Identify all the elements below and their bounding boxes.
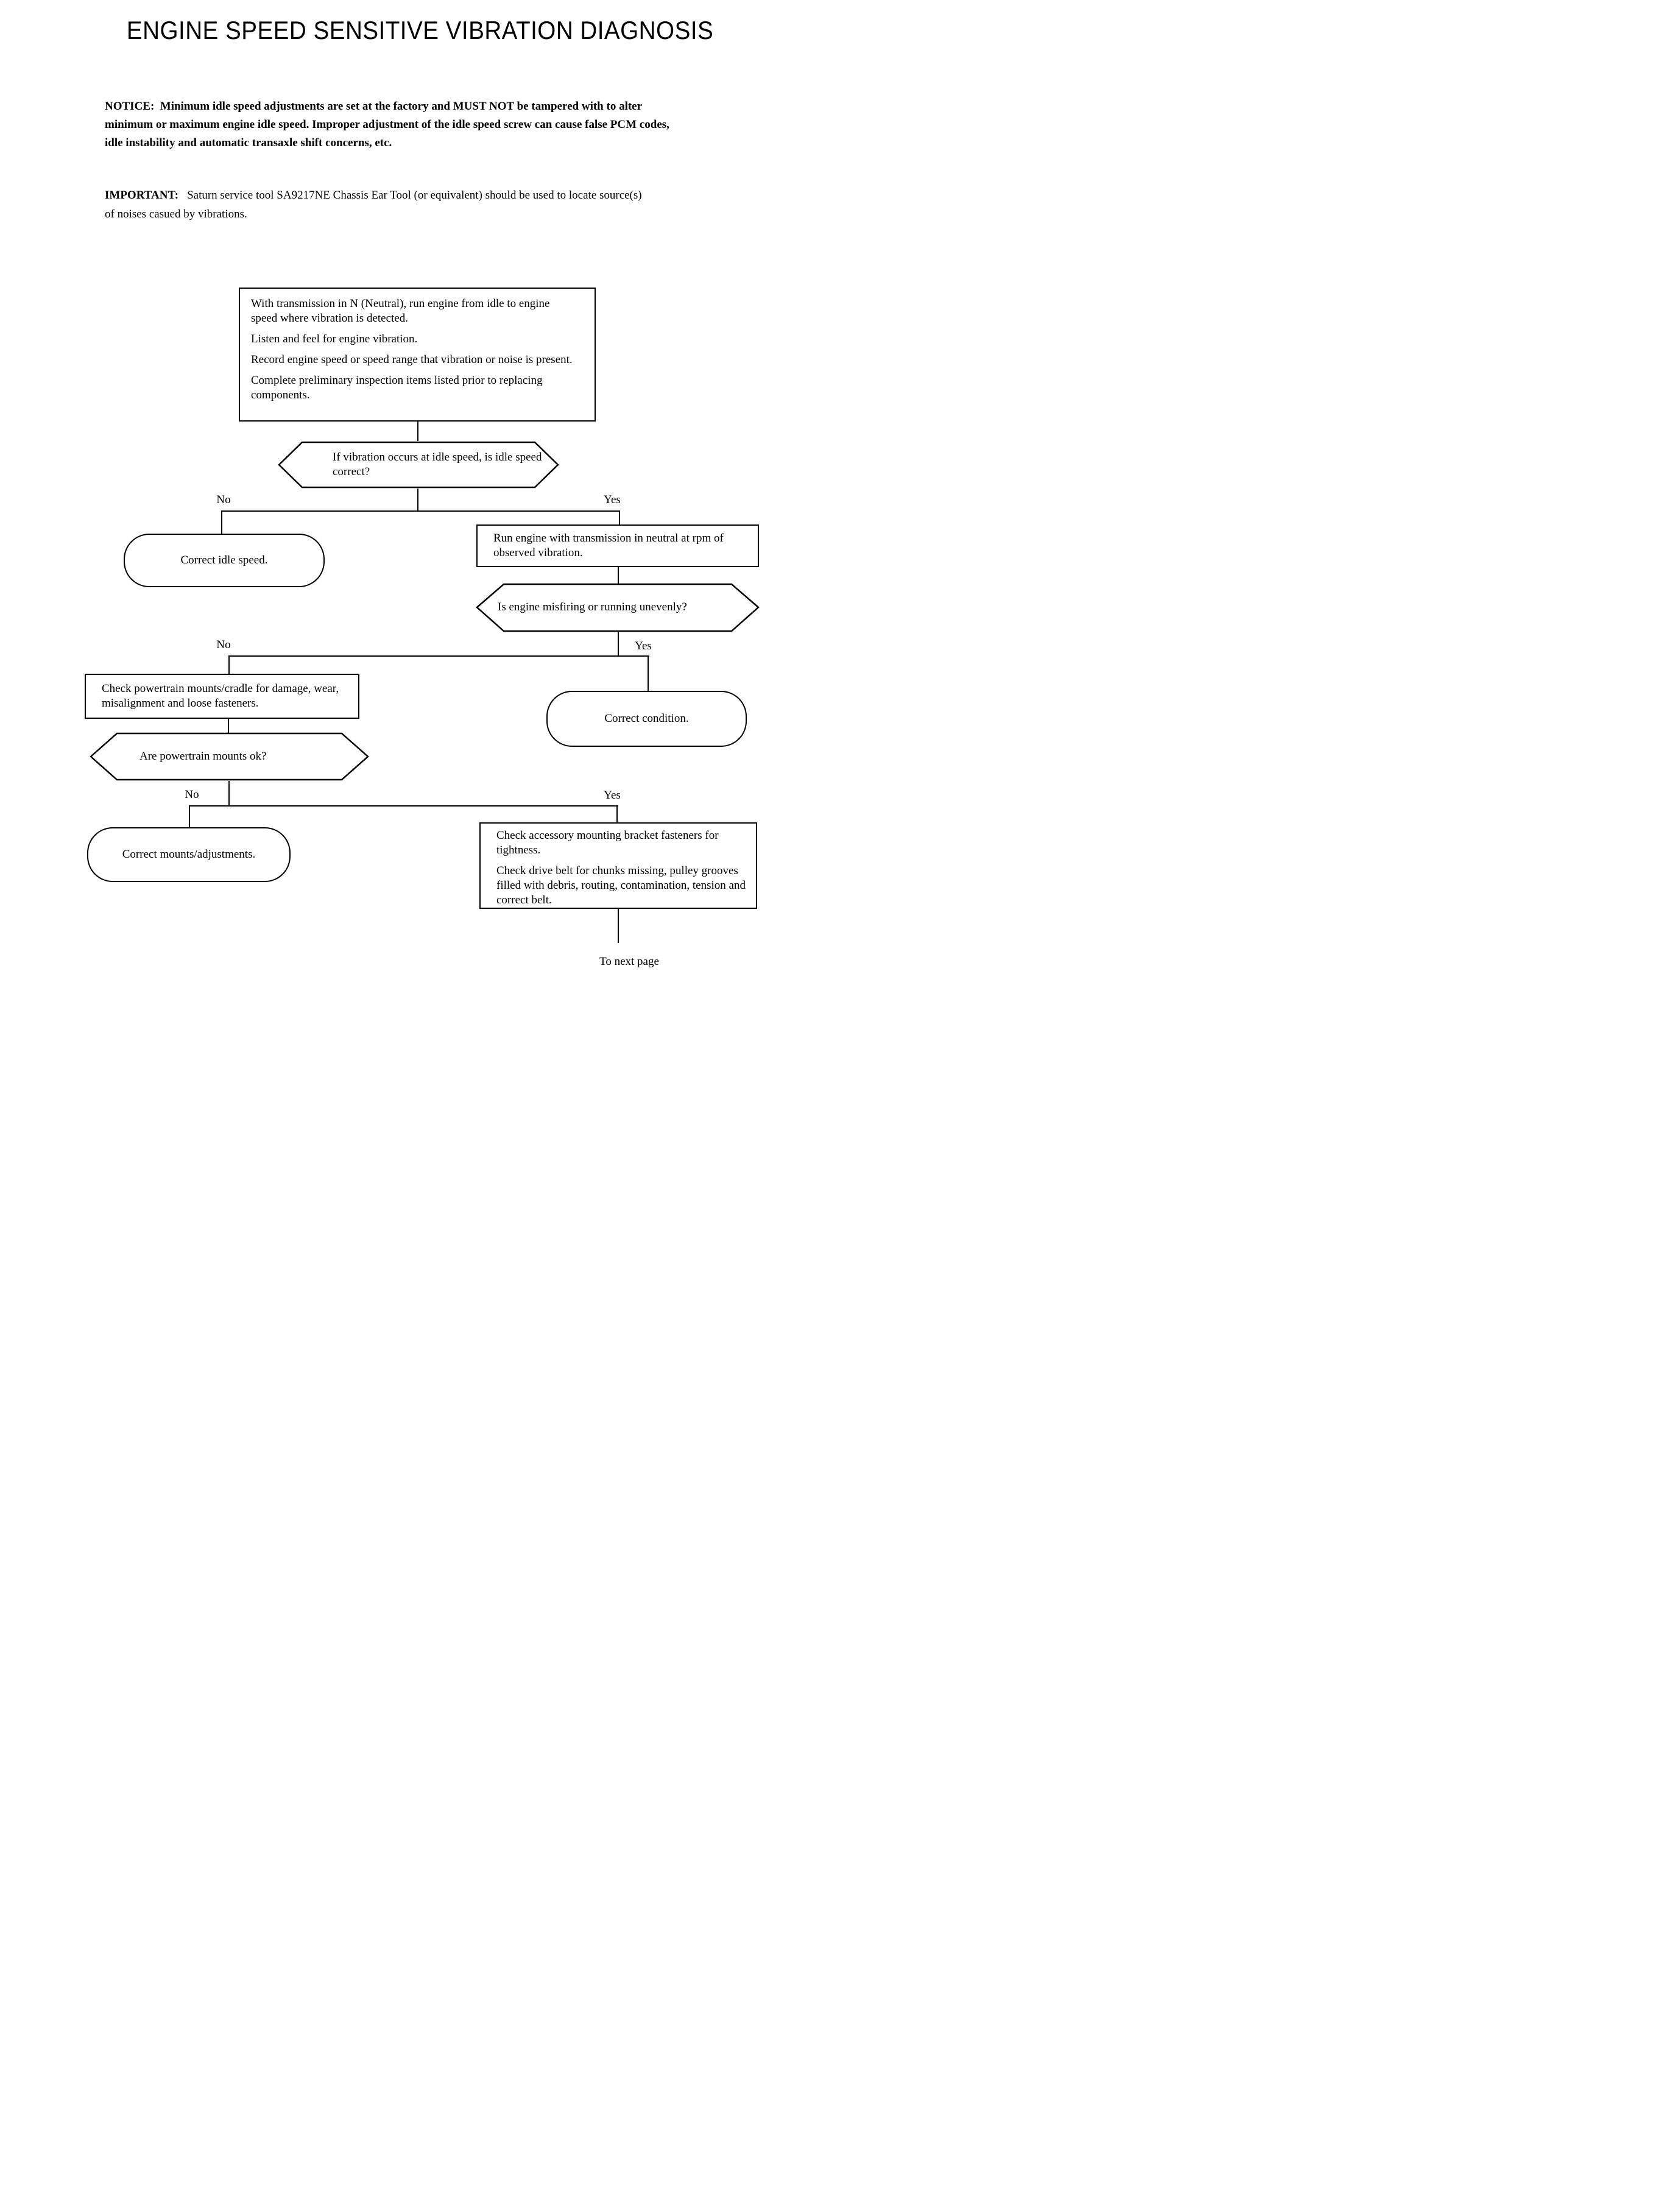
process-step: Run engine with transmission in neutral …: [493, 532, 724, 559]
connector-line: [189, 807, 190, 828]
document-page: ENGINE SPEED SENSITIVE VIBRATION DIAGNOS…: [0, 0, 840, 1105]
connector-line: [648, 657, 649, 692]
terminal-correct-mounts: Correct mounts/adjustments.: [87, 827, 291, 882]
page-title: ENGINE SPEED SENSITIVE VIBRATION DIAGNOS…: [0, 16, 840, 45]
decision-text: Are powertrain mounts ok?: [139, 750, 267, 763]
connector-line: [616, 807, 618, 824]
branch-label-yes: Yes: [635, 640, 652, 652]
process-step: Check powertrain mounts/cradle for damag…: [102, 682, 339, 710]
continuation-note: To next page: [599, 955, 659, 968]
connector-line: [618, 567, 619, 584]
branch-label-no: No: [216, 638, 231, 651]
decision-text: Is engine misfiring or running unevenly?: [498, 601, 687, 613]
notice-line: idle instability and automatic transaxle…: [105, 136, 392, 149]
terminal-correct-condition: Correct condition.: [546, 691, 747, 747]
process-step: Record engine speed or speed range that …: [251, 353, 573, 366]
hexagon-shape: [278, 441, 559, 489]
connector-line: [228, 657, 230, 675]
notice-paragraph: NOTICE: Minimum idle speed adjustments a…: [105, 97, 669, 152]
decision-engine-misfiring: Is engine misfiring or running unevenly?: [476, 583, 760, 632]
connector-line: [228, 719, 229, 733]
process-box-check-accessory: Check accessory mounting bracket fastene…: [479, 822, 757, 909]
process-box-run-engine: Run engine with transmission in neutral …: [476, 524, 759, 567]
important-text: Saturn service tool SA9217NE Chassis Ear…: [187, 189, 642, 202]
decision-idle-speed: If vibration occurs at idle speed, is id…: [278, 441, 559, 489]
process-box-check-powertrain-mounts: Check powertrain mounts/cradle for damag…: [85, 674, 359, 719]
decision-powertrain-mounts-ok: Are powertrain mounts ok?: [90, 732, 369, 781]
hexagon-shape: [90, 732, 369, 781]
notice-line: NOTICE: Minimum idle speed adjustments a…: [105, 100, 643, 113]
connector-line: [221, 510, 620, 512]
terminal-text: Correct condition.: [604, 712, 689, 725]
decision-text: If vibration occurs at idle speed, is id…: [333, 451, 542, 478]
branch-label-no: No: [185, 788, 199, 801]
hexagon-shape: [476, 583, 760, 632]
important-label: IMPORTANT:: [105, 189, 179, 202]
process-step: Complete preliminary inspection items li…: [251, 374, 543, 401]
connector-line: [618, 909, 619, 943]
connector-line: [417, 489, 418, 510]
notice-line: minimum or maximum engine idle speed. Im…: [105, 118, 669, 131]
connector-line: [228, 781, 230, 805]
connector-line: [417, 422, 418, 441]
terminal-text: Correct idle speed.: [180, 554, 268, 567]
branch-label-yes: Yes: [604, 789, 621, 802]
terminal-correct-idle-speed: Correct idle speed.: [124, 534, 325, 587]
terminal-text: Correct mounts/adjustments.: [122, 848, 256, 861]
branch-label-no: No: [216, 493, 231, 506]
important-line: of noises casued by vibrations.: [105, 208, 247, 221]
page-title-text: ENGINE SPEED SENSITIVE VIBRATION DIAGNOS…: [126, 16, 714, 44]
connector-line: [189, 805, 618, 807]
process-box-initial-steps: With transmission in N (Neutral), run en…: [239, 288, 596, 422]
process-step: With transmission in N (Neutral), run en…: [251, 297, 550, 325]
connector-line: [221, 512, 222, 535]
connector-line: [619, 512, 620, 526]
branch-label-yes: Yes: [604, 493, 621, 506]
connector-line: [618, 632, 619, 655]
connector-line: [228, 655, 649, 657]
important-line: IMPORTANT: Saturn service tool SA9217NE C…: [105, 186, 642, 205]
process-step: Check accessory mounting bracket fastene…: [496, 829, 719, 856]
important-paragraph: IMPORTANT: Saturn service tool SA9217NE C…: [105, 186, 642, 224]
process-step: Check drive belt for chunks missing, pul…: [496, 864, 746, 906]
process-step: Listen and feel for engine vibration.: [251, 333, 418, 345]
